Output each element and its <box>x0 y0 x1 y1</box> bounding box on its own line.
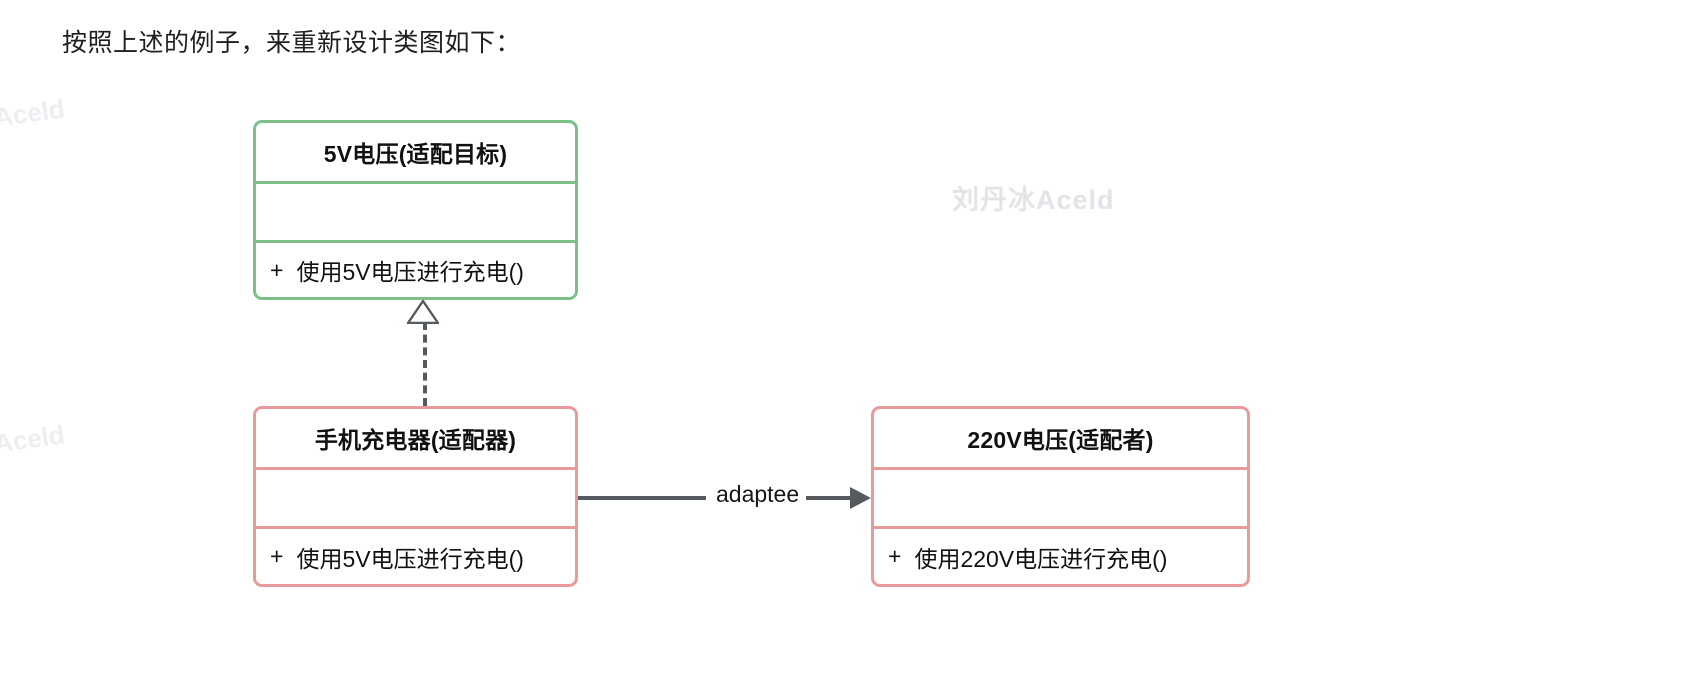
watermark-author: 刘丹冰Aceld <box>952 185 1115 215</box>
page-title: 按照上述的例子，来重新设计类图如下： <box>62 29 522 57</box>
visibility-marker: + <box>888 543 902 569</box>
uml-class-attributes <box>874 467 1247 526</box>
visibility-marker: + <box>270 543 284 569</box>
uml-class-adaptee[interactable]: 220V电压(适配者) + 使用220V电压进行充电() <box>871 406 1250 587</box>
realization-dashed-line <box>423 322 427 406</box>
uml-class-target[interactable]: 5V电压(适配目标) + 使用5V电压进行充电() <box>253 120 578 300</box>
uml-class-methods: + 使用220V电压进行充电() <box>874 526 1247 584</box>
watermark-edge-top: Aceld <box>0 93 67 133</box>
method-signature: 使用5V电压进行充电() <box>296 545 524 572</box>
uml-class-title: 220V电压(适配者) <box>967 427 1154 453</box>
association-label: adaptee <box>712 481 804 508</box>
uml-class-title: 手机充电器(适配器) <box>314 427 517 453</box>
watermark-edge-bottom: Aceld <box>0 419 67 459</box>
association-line-right <box>806 496 854 500</box>
uml-class-methods: + 使用5V电压进行充电() <box>256 526 575 584</box>
association-line-left <box>578 496 706 500</box>
filled-arrowhead-icon <box>850 487 871 509</box>
uml-class-methods: + 使用5V电压进行充电() <box>256 240 575 297</box>
uml-class-adapter[interactable]: 手机充电器(适配器) + 使用5V电压进行充电() <box>253 406 578 587</box>
method-signature: 使用5V电压进行充电() <box>296 259 524 285</box>
uml-class-title: 5V电压(适配目标) <box>323 141 508 167</box>
visibility-marker: + <box>270 256 284 283</box>
method-signature: 使用220V电压进行充电() <box>914 545 1168 572</box>
uml-class-attributes <box>256 181 575 240</box>
hollow-triangle-arrowhead-icon <box>407 300 439 324</box>
uml-class-attributes <box>256 467 575 526</box>
